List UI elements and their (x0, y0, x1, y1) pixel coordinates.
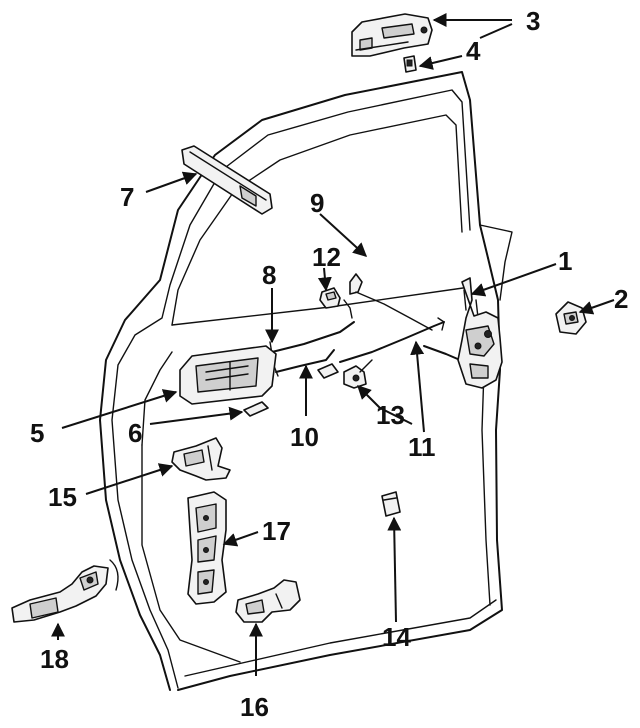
callout-11: 11 (408, 432, 436, 462)
upper-channel-bracket (181, 145, 273, 215)
callout-16: 16 (240, 692, 269, 722)
lock-rods (343, 273, 433, 331)
window-regulator (187, 491, 227, 605)
rod-guide (317, 363, 339, 379)
callout-1: 1 (558, 246, 572, 276)
callout-13: 13 (376, 400, 405, 430)
inside-door-handle (179, 345, 277, 405)
callout-9: 9 (310, 188, 324, 218)
callout-3: 3 (526, 6, 540, 36)
door-latch-assembly (457, 277, 503, 389)
callout-17: 17 (262, 516, 291, 546)
callout-4: 4 (466, 36, 481, 66)
callout-18: 18 (40, 644, 69, 674)
handle-bracket (171, 437, 231, 481)
callout-8: 8 (262, 260, 276, 290)
lock-bellcrank (343, 359, 373, 389)
lower-bracket (235, 579, 301, 623)
latch-rods (321, 317, 461, 375)
door-striker (555, 301, 587, 335)
callout-7: 7 (120, 182, 134, 212)
handle-clip (403, 55, 417, 73)
lock-button (243, 401, 269, 417)
callout-10: 10 (290, 422, 319, 452)
outside-door-handle (351, 13, 433, 57)
door-check (11, 565, 109, 623)
callout-15: 15 (48, 482, 77, 512)
callout-numbers: 3 4 7 9 12 8 1 2 5 6 10 13 11 15 17 14 1… (30, 6, 628, 722)
long-rods (269, 321, 355, 377)
callout-6: 6 (128, 418, 142, 448)
callout-2: 2 (614, 284, 628, 314)
lock-rod-clip (319, 287, 341, 309)
stopper-block (381, 491, 401, 517)
callout-12: 12 (312, 242, 341, 272)
callout-5: 5 (30, 418, 44, 448)
callout-14: 14 (382, 622, 411, 652)
leader-lines (51, 13, 615, 676)
